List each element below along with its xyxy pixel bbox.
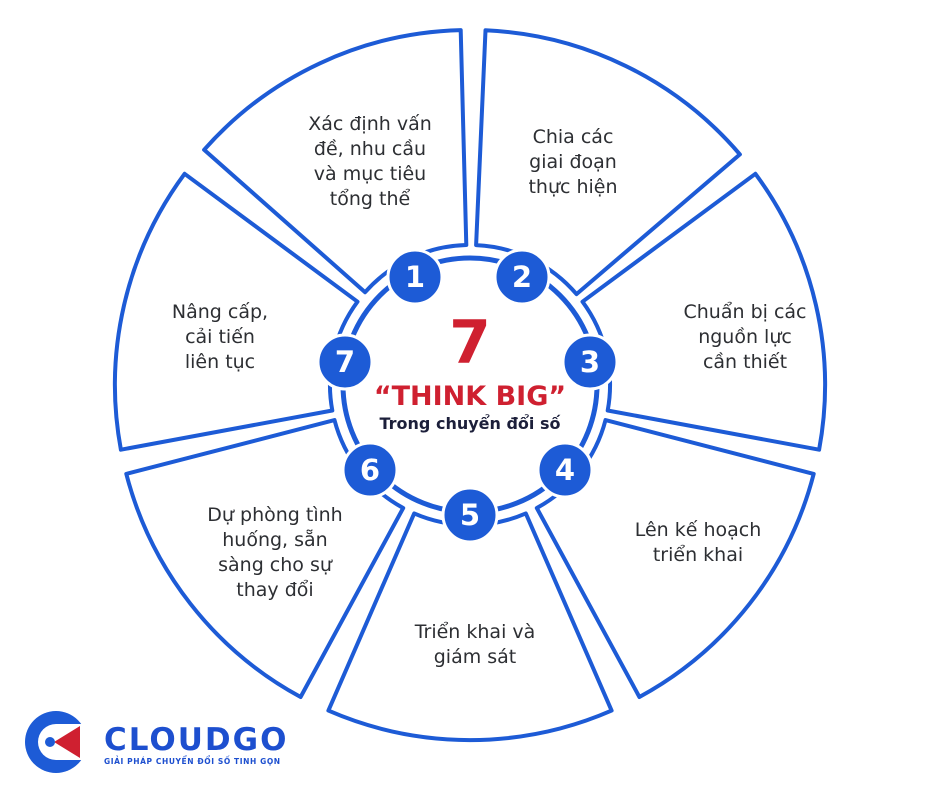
step-badge-5	[441, 486, 499, 544]
step-text-line: nguồn lực	[698, 326, 792, 348]
step-text-2: Chia các giai đoạn thực hiện	[488, 125, 658, 200]
step-text-1: Xác định vấn đề, nhu cầu và mục tiêu tổng t…	[270, 112, 470, 212]
step-number-3: 3	[579, 345, 601, 379]
step-text-line: thay đổi	[236, 579, 314, 601]
step-badge-3	[561, 333, 619, 391]
step-badge-4	[536, 441, 594, 499]
center-title: “THINK BIG”	[373, 381, 567, 412]
step-text-5: Triển khai và giám sát	[375, 620, 575, 670]
step-badge-2	[493, 248, 551, 306]
step-text-line: cần thiết	[702, 351, 788, 373]
step-badge-1	[386, 248, 444, 306]
brand-name: CLOUDGO	[104, 722, 289, 758]
step-text-line: cải tiến	[185, 326, 255, 348]
brand-tagline: GIẢI PHÁP CHUYỂN ĐỔI SỐ TINH GỌN	[104, 757, 281, 766]
step-text-line: Lên kế hoạch	[634, 519, 762, 541]
step-text-line: thực hiện	[528, 176, 618, 198]
step-text-3: Chuẩn bị các nguồn lực cần thiết	[640, 300, 850, 375]
step-text-line: và mục tiêu	[313, 163, 427, 185]
step-text-line: triển khai	[652, 544, 744, 566]
step-badge-6	[341, 441, 399, 499]
step-text-line: huống, sẵn	[222, 529, 328, 551]
center-subtitle: Trong chuyển đổi số	[379, 414, 561, 433]
step-number-2: 2	[511, 260, 533, 294]
step-number-4: 4	[554, 453, 576, 487]
step-text-6: Dự phòng tình huống, sẵn sàng cho sự thay đ…	[180, 503, 370, 603]
step-text-line: Nâng cấp,	[171, 301, 269, 323]
cloudgo-logo-icon	[25, 711, 88, 773]
step-text-4: Lên kế hoạch triển khai	[598, 518, 798, 568]
step-text-line: Chia các	[532, 126, 614, 148]
step-number-1: 1	[404, 260, 426, 294]
step-text-line: Dự phòng tình	[207, 504, 343, 526]
center-number: 7	[449, 308, 491, 378]
step-text-line: sàng cho sự	[218, 554, 332, 576]
step-text-7: Nâng cấp, cải tiến liên tục	[130, 300, 310, 375]
step-text-line: giám sát	[433, 646, 517, 668]
step-text-line: Xác định vấn	[308, 113, 432, 135]
step-text-line: Chuẩn bị các	[683, 301, 807, 323]
step-text-line: tổng thể	[329, 188, 411, 210]
step-text-line: giai đoạn	[529, 151, 617, 173]
step-text-line: Triển khai và	[414, 621, 536, 643]
step-text-line: liên tục	[184, 351, 256, 373]
step-text-line: đề, nhu cầu	[313, 138, 427, 160]
step-number-6: 6	[359, 453, 381, 487]
step-number-7: 7	[334, 345, 356, 379]
step-badge-7	[316, 333, 374, 391]
step-number-5: 5	[459, 498, 481, 532]
